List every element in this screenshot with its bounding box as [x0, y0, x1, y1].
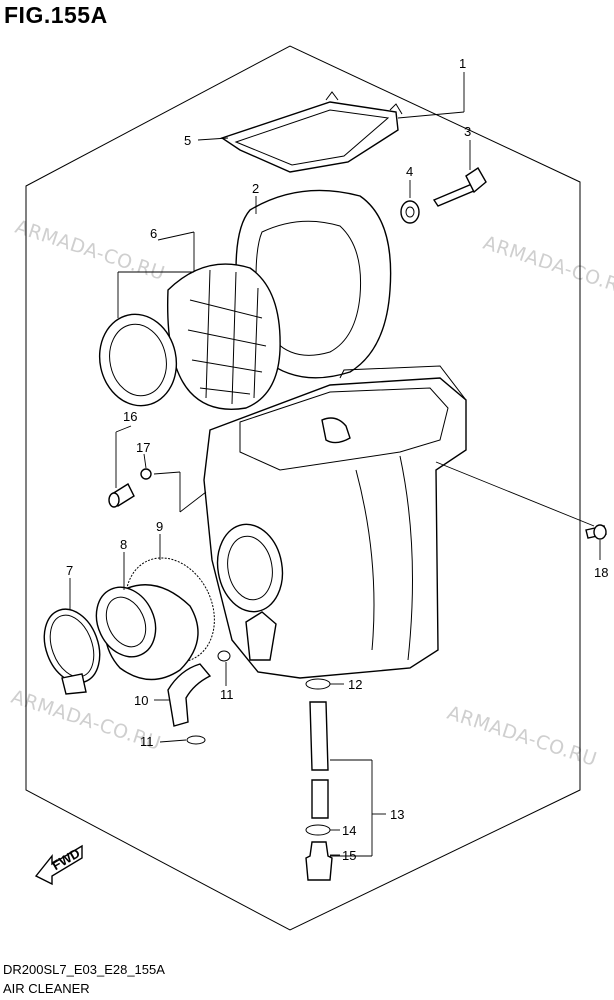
filter-cage-part	[98, 263, 281, 410]
callout-4: 4	[406, 164, 413, 179]
callout-11-lower: 11	[140, 734, 154, 749]
hose-clamp-part	[43, 608, 101, 695]
drain-tube-part	[309, 701, 329, 819]
figure-name: AIR CLEANER	[3, 981, 90, 996]
callout-18: 18	[594, 565, 608, 580]
clip-12-part	[305, 678, 331, 690]
callout-6: 6	[150, 226, 157, 241]
callout-14: 14	[342, 823, 356, 838]
clip-upper-part	[217, 650, 231, 662]
assembly-outline	[25, 45, 581, 931]
watermark-1: ARMADA-CO.RU	[12, 216, 167, 285]
callout-9: 9	[156, 519, 163, 534]
callout-3: 3	[464, 124, 471, 139]
callout-13: 13	[390, 807, 404, 822]
callout-5: 5	[184, 133, 191, 148]
grommet-part	[400, 200, 420, 224]
callout-15: 15	[342, 848, 356, 863]
callout-11-upper: 11	[220, 687, 234, 702]
watermark-2: ARMADA-CO.RU	[480, 232, 614, 301]
callout-7: 7	[66, 563, 73, 578]
small-grommet-part	[140, 468, 152, 480]
intake-boot-part	[95, 584, 199, 681]
screw-part	[585, 524, 607, 540]
callout-8: 8	[120, 537, 127, 552]
callout-12: 12	[348, 677, 362, 692]
plug-part	[108, 482, 135, 508]
drain-plug-part	[305, 841, 333, 881]
cover-plate-part	[220, 91, 403, 173]
drain-hose-part	[167, 663, 212, 727]
callout-16: 16	[123, 409, 137, 424]
clip-14-part	[305, 824, 331, 836]
callout-17: 17	[136, 440, 150, 455]
air-cleaner-case-part	[203, 365, 467, 679]
figure-code: DR200SL7_E03_E28_155A	[3, 962, 165, 977]
fwd-arrow-icon: FWD	[34, 844, 83, 886]
wing-bolt-part	[432, 167, 487, 207]
clip-lower-part	[186, 735, 206, 745]
callout-2: 2	[252, 181, 259, 196]
watermark-5: ARMADA-CO.RU	[444, 702, 599, 771]
callout-10: 10	[134, 693, 148, 708]
callout-1: 1	[459, 56, 466, 71]
figure-title: FIG.155A	[4, 2, 108, 28]
